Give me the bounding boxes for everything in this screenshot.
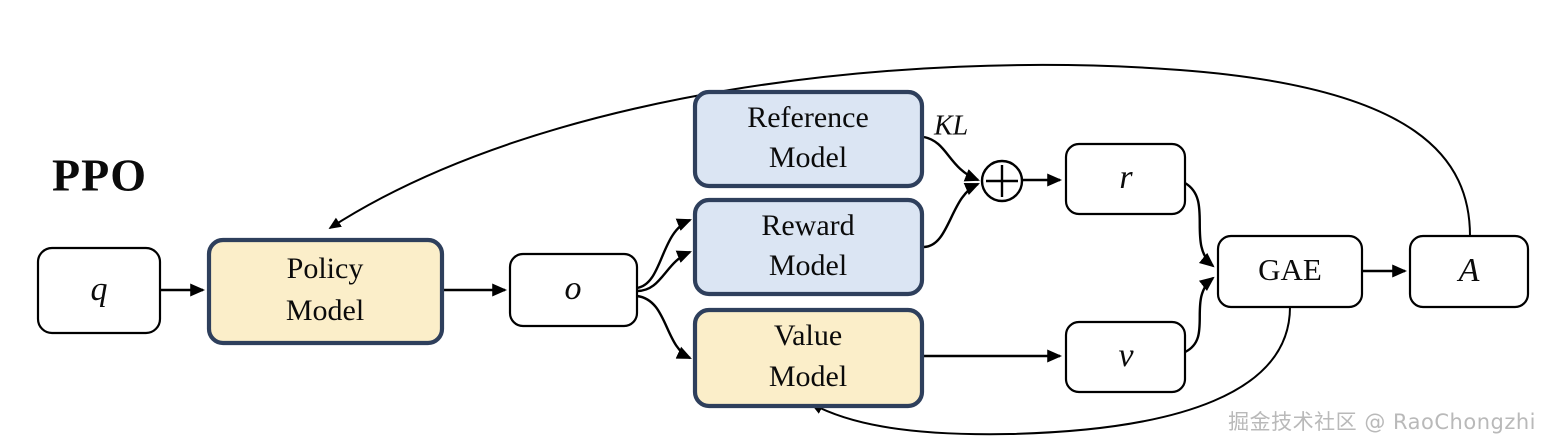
node-reward-model-label-line1: Reward: [761, 209, 854, 242]
kl-label: KL: [933, 110, 968, 141]
node-gae-label: GAE: [1258, 252, 1322, 287]
edge-reference-to-oplus: [923, 135, 980, 182]
node-reference-model-label-line1: Reference: [747, 101, 869, 134]
node-reference-model-rect: [692, 89, 925, 189]
node-a-label: A: [1457, 252, 1480, 289]
node-reference-model-label-line2: Model: [769, 141, 847, 174]
node-policy-model-rect: [206, 237, 445, 346]
node-value-model-rect: [692, 307, 925, 409]
oplus-icon: [980, 159, 1024, 203]
edge-reward-to-oplus: [923, 182, 980, 249]
edge-r-to-gae: [1184, 181, 1215, 268]
node-policy-model-label-line2: Model: [286, 294, 364, 327]
node-reference-model[interactable]: Reference Model: [692, 89, 925, 189]
node-policy-model[interactable]: Policy Model: [206, 237, 445, 346]
edge-o-to-reference: [636, 218, 692, 290]
edge-a-to-policy-loop: [328, 63, 1471, 237]
node-o-rect: [508, 252, 639, 328]
node-gae-rect: [1216, 234, 1364, 309]
node-v-rect: [1064, 320, 1187, 394]
node-r[interactable]: r: [1064, 142, 1187, 216]
node-gae[interactable]: GAE: [1216, 234, 1364, 309]
node-r-label: r: [1119, 159, 1133, 196]
edge-v-to-gae: [1184, 276, 1215, 354]
node-reward-model[interactable]: Reward Model: [692, 197, 925, 297]
edge-o-to-value: [636, 294, 692, 360]
node-value-model-label-line1: Value: [774, 319, 842, 352]
node-v[interactable]: v: [1064, 320, 1187, 394]
node-q-label: q: [91, 271, 108, 308]
node-policy-model-label-line1: Policy: [287, 252, 364, 285]
node-a[interactable]: A: [1408, 234, 1530, 309]
diagram-title: PPO: [52, 150, 147, 201]
node-value-model[interactable]: Value Model: [692, 307, 925, 409]
node-o[interactable]: o: [508, 252, 639, 328]
node-q-rect: [36, 246, 162, 335]
node-value-model-label-line2: Model: [769, 360, 847, 393]
node-q[interactable]: q: [36, 246, 162, 335]
node-reward-model-rect: [692, 197, 925, 297]
node-a-rect: [1408, 234, 1530, 309]
edge-o-to-reward: [636, 250, 692, 293]
watermark-text: 掘金技术社区 @ RaoChongzhi: [1228, 410, 1536, 434]
node-reward-model-label-line2: Model: [769, 249, 847, 282]
edge-gae-to-value-loop: [810, 306, 1291, 436]
node-r-rect: [1064, 142, 1187, 216]
node-o-label: o: [565, 270, 582, 307]
node-v-label: v: [1118, 337, 1134, 374]
